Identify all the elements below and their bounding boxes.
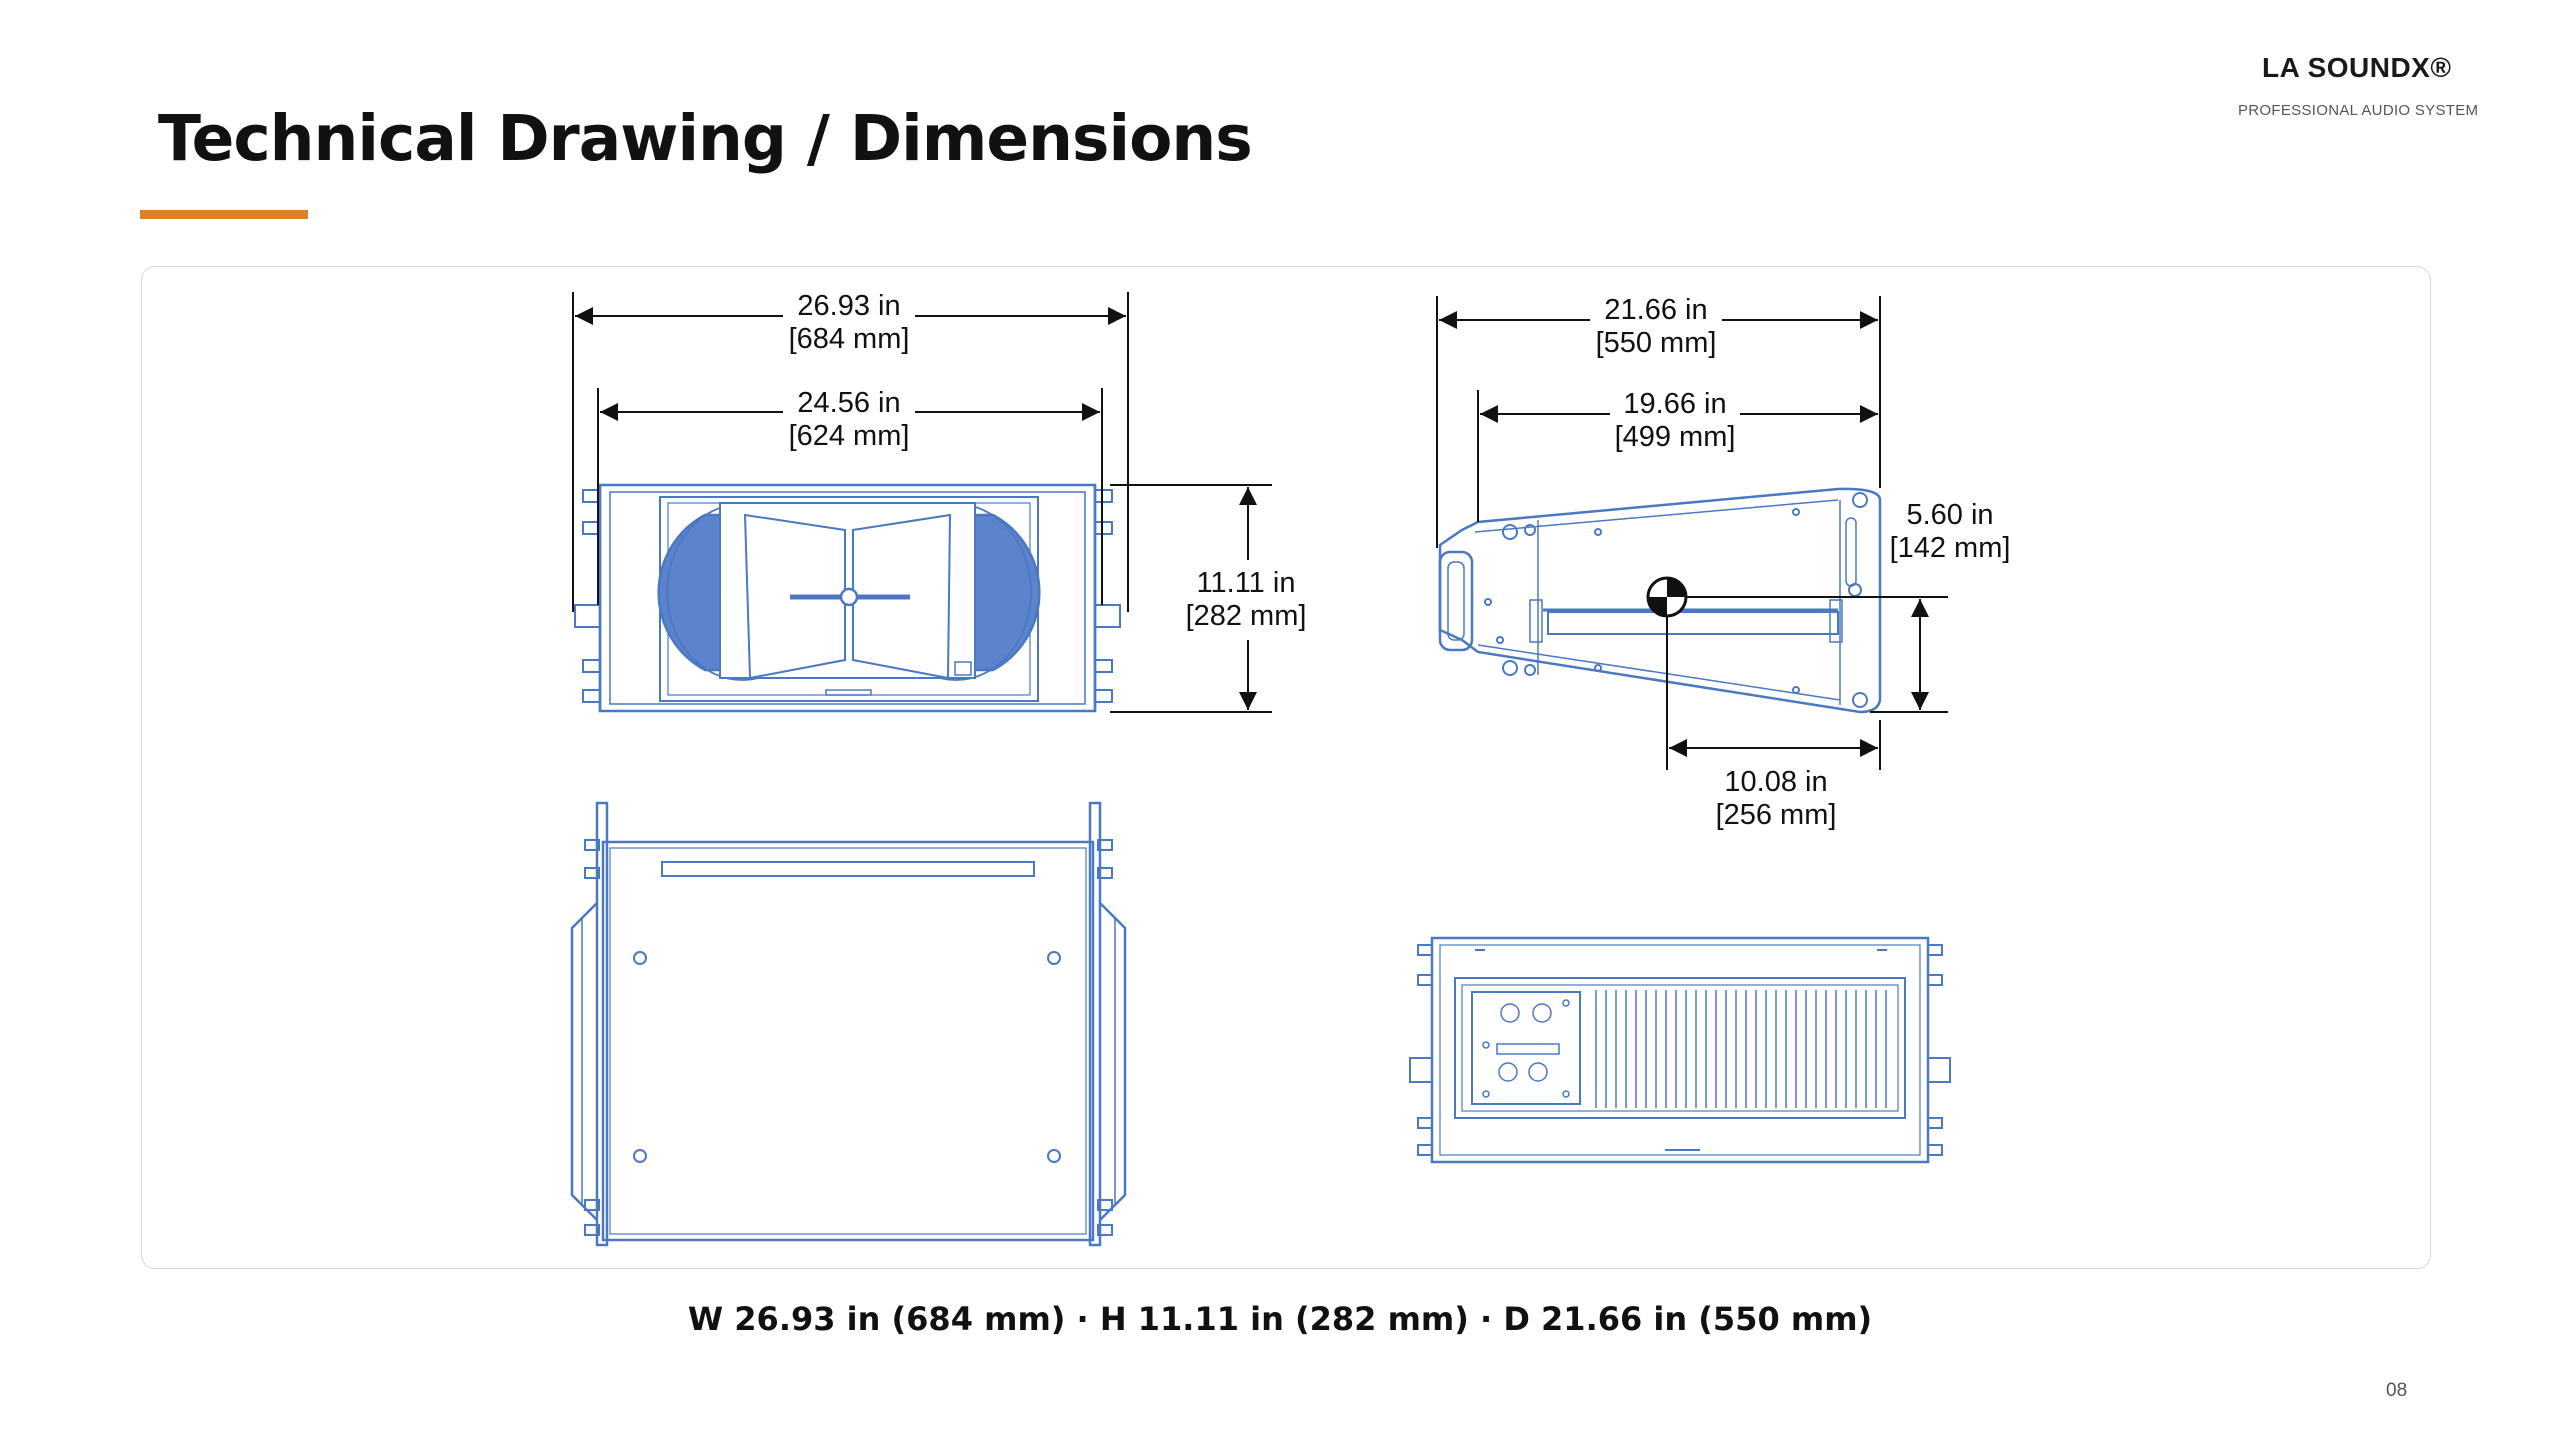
drawing-panel (141, 266, 2431, 1269)
page-number: 08 (2386, 1380, 2408, 1401)
dimensions-summary: W 26.93 in (684 mm) · H 11.11 in (282 mm… (687, 1300, 1873, 1338)
brand-name: LA SOUNDX® (2262, 52, 2452, 83)
brand-tagline: PROFESSIONAL AUDIO SYSTEM (2238, 102, 2479, 119)
title-accent-bar (140, 210, 308, 219)
page-title: Technical Drawing / Dimensions (158, 102, 1253, 175)
